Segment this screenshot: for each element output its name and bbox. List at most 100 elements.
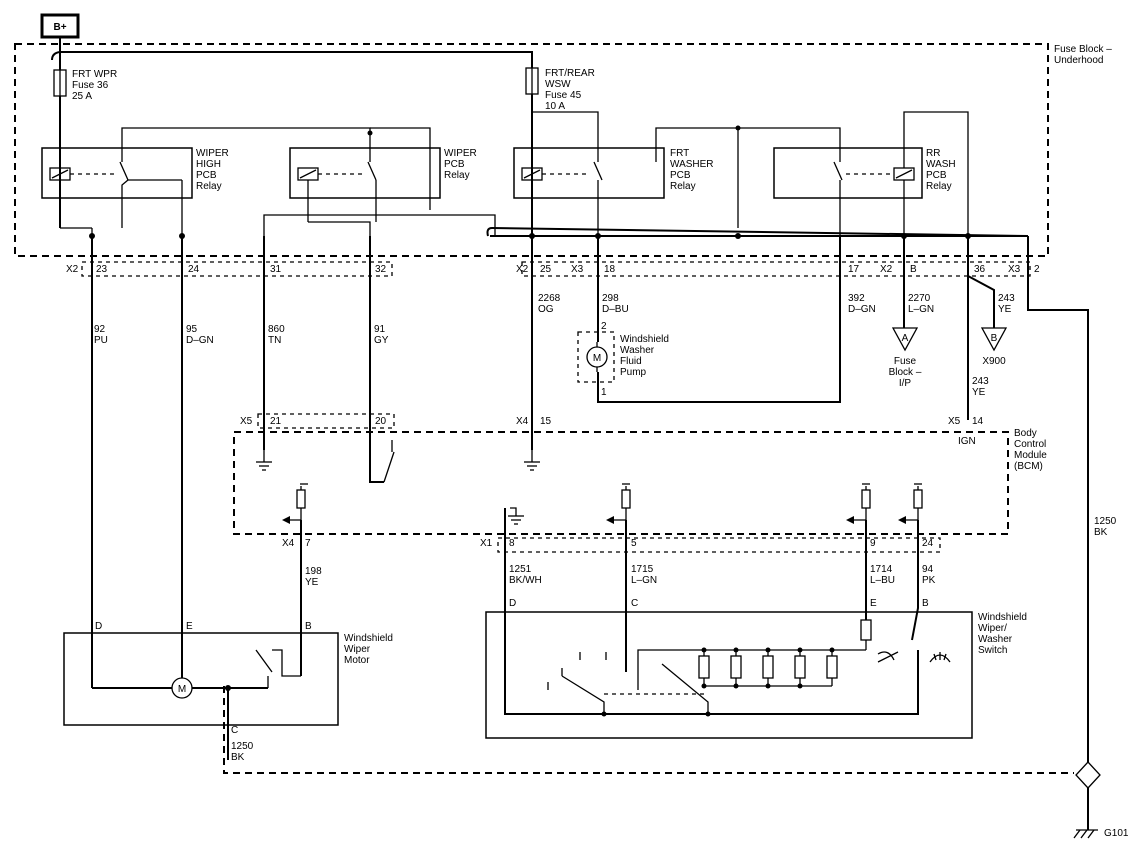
pin-36: 36 (974, 264, 986, 275)
wire-1250-circuit-2: 1250 (231, 741, 254, 752)
wire-92-circuit: 92 (94, 324, 106, 335)
pump-motor-symbol: M (593, 353, 601, 364)
wire-2270-color: L–GN (908, 304, 934, 315)
ground-g101-label: G101 (1104, 828, 1129, 839)
bcm-label-line1: Body (1014, 428, 1037, 439)
motor-pin-b: B (305, 621, 312, 632)
ground-g101: G101 (1073, 761, 1129, 839)
pullup-resistor-icon (898, 483, 923, 524)
pump-pin-1: 1 (601, 387, 607, 398)
pin-20: 20 (375, 416, 387, 427)
ground-icon (256, 450, 272, 471)
switch-label-line2: Wiper/ (978, 623, 1007, 634)
pin-7: 7 (305, 538, 311, 549)
wire-2270-circuit: 2270 (908, 293, 931, 304)
wire-1715-color: L–GN (631, 575, 657, 586)
pullup-resistor-icon (846, 483, 871, 524)
wiper-motor-symbol: M (178, 684, 186, 695)
resistor-ladder-icon (601, 647, 838, 717)
frt-washer-relay: FRT WASHER PCB Relay (513, 147, 714, 199)
rr-wash-relay-line2: WASH (926, 159, 956, 170)
wire-198-circuit: 198 (305, 566, 322, 577)
wire-95-circuit: 95 (186, 324, 198, 335)
wire-392-color: D–GN (848, 304, 876, 315)
pin-18: 18 (604, 264, 616, 275)
rr-wash-relay: RR WASH PCB Relay (773, 147, 956, 199)
pullup-resistor-icon (606, 483, 631, 524)
wire-860-circuit: 860 (268, 324, 285, 335)
wire-92-color: PU (94, 335, 108, 346)
pin-9: 9 (870, 538, 876, 549)
wire-2268-circuit: 2268 (538, 293, 561, 304)
switch-pin-b: B (922, 598, 929, 609)
fuse-block-label-line1: Fuse Block – (1054, 44, 1112, 55)
wire-1251-color: BK/WH (509, 575, 542, 586)
bcm-output-wires (300, 508, 919, 715)
wire-1714-circuit: 1714 (870, 564, 893, 575)
connector-x4-label: X4 (516, 416, 529, 427)
b-plus-bus (51, 51, 533, 70)
switch-label-line1: Windshield (978, 612, 1027, 623)
wire-2268-color: OG (538, 304, 554, 315)
pump-label-line2: Washer (620, 345, 655, 356)
motor-pin-c: C (231, 725, 238, 736)
fuse-block-underhood: Fuse Block – Underhood (14, 43, 1112, 257)
wiper-high-relay: WIPER HIGH PCB Relay (41, 147, 229, 199)
offpage-b-letter: B (991, 333, 998, 344)
wire-1714-color: L–BU (870, 575, 895, 586)
pin-5: 5 (631, 538, 637, 549)
frt-washer-relay-line1: FRT (670, 148, 689, 159)
wiper-pcb-relay: WIPER PCB Relay (289, 147, 477, 199)
fuse-45-line3: Fuse 45 (545, 90, 582, 101)
wire-298-color: D–BU (602, 304, 629, 315)
wire-labels: 92 PU 95 D–GN 860 TN 91 GY 2268 OG 298 D… (94, 293, 1117, 763)
pin-8: 8 (509, 538, 515, 549)
fuse-36: FRT WPR Fuse 36 25 A (53, 69, 117, 228)
fuse-45-line4: 10 A (545, 101, 565, 112)
wire-243-color-2: YE (972, 387, 986, 398)
switch-pin-d: D (509, 598, 516, 609)
pin-23: 23 (96, 264, 108, 275)
connector-x4-label-2: X4 (282, 538, 295, 549)
rr-wash-relay-line3: PCB (926, 170, 947, 181)
pin-21: 21 (270, 416, 282, 427)
fuse-block-label-line2: Underhood (1054, 55, 1103, 66)
fuse-36-line2: Fuse 36 (72, 80, 109, 91)
fuse-45-line1: FRT/REAR (545, 68, 595, 79)
wiper-high-relay-line3: PCB (196, 170, 217, 181)
switch-label-line4: Switch (978, 645, 1007, 656)
wire-1250-circuit: 1250 (1094, 516, 1117, 527)
washer-symbol-icon (929, 652, 951, 663)
wire-95-color: D–GN (186, 335, 214, 346)
wire-94-circuit: 94 (922, 564, 934, 575)
bcm-label-line4: (BCM) (1014, 461, 1043, 472)
motor-pin-e: E (186, 621, 193, 632)
fuse-block-connector-row: X2 23 24 31 32 X2 25 X3 18 17 X2 B 36 X3… (66, 261, 1040, 277)
wiper-high-relay-line1: WIPER (196, 148, 229, 159)
windshield-wiper-washer-switch: D C E B Windshield Wiper/ Washer Switch (485, 598, 1027, 739)
battery-supply: B+ (40, 13, 80, 52)
pin-2: 2 (1034, 264, 1040, 275)
wire-91-circuit: 91 (374, 324, 386, 335)
switch-pin-c: C (631, 598, 638, 609)
harness-wires (91, 236, 1089, 830)
wire-94-color: PK (922, 575, 936, 586)
wiper-high-relay-line2: HIGH (196, 159, 221, 170)
pullup-resistor-icon (282, 483, 308, 524)
wire-91-color: GY (374, 335, 389, 346)
pump-label-line3: Fluid (620, 356, 642, 367)
pin-14: 14 (972, 416, 984, 427)
frt-washer-relay-line3: PCB (670, 170, 691, 181)
pin-15: 15 (540, 416, 552, 427)
pin-b: B (910, 264, 917, 275)
wire-198-color: YE (305, 577, 319, 588)
frt-washer-relay-line2: WASHER (670, 159, 714, 170)
connector-x2-label-3: X2 (880, 264, 893, 275)
connector-x1-label: X1 (480, 538, 493, 549)
wire-298-circuit: 298 (602, 293, 619, 304)
connector-x2-label-2: X2 (516, 264, 529, 275)
switch-label-line3: Washer (978, 634, 1013, 645)
fuse-block-internal-wiring (60, 94, 1029, 239)
splice-diamond-icon (1075, 761, 1101, 789)
